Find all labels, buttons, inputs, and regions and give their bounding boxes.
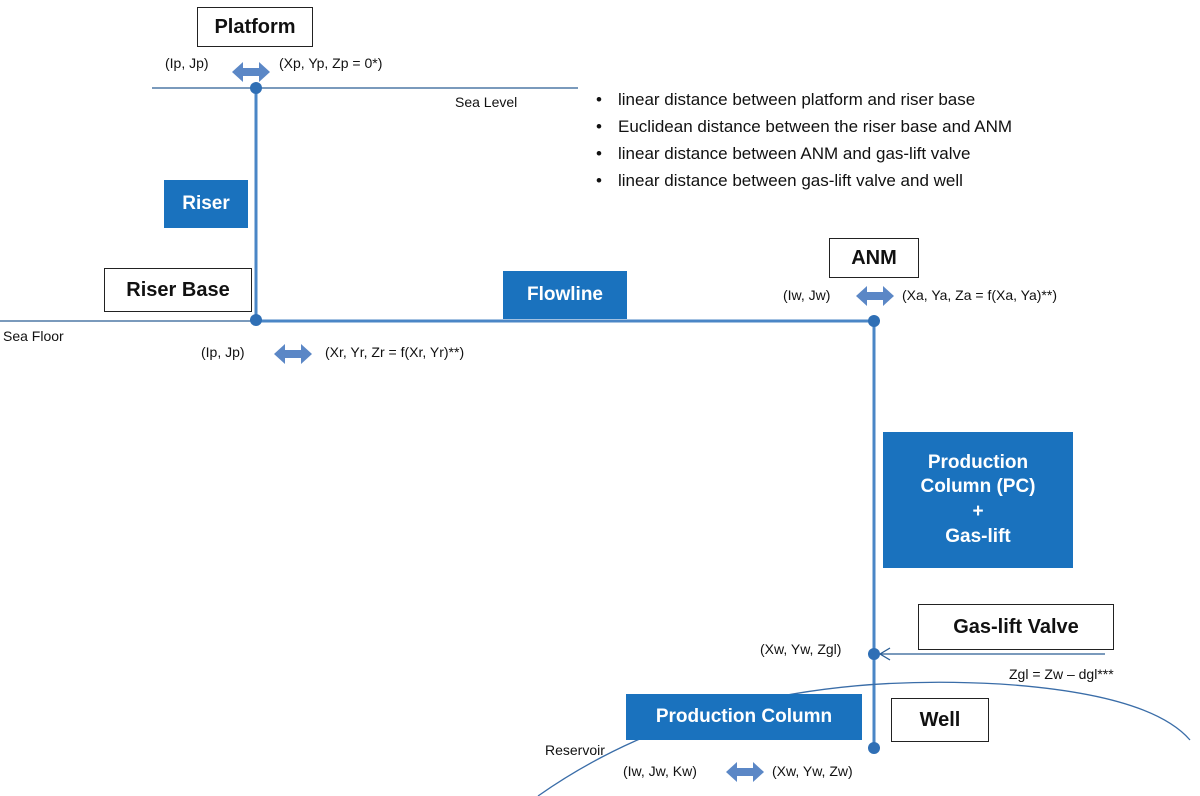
platform-box: Platform xyxy=(197,7,313,47)
anm-ij-coord: (Iw, Jw) xyxy=(783,287,831,303)
well-node xyxy=(868,742,880,754)
pc-line-4: Gas-lift xyxy=(945,525,1011,547)
sea-floor-label: Sea Floor xyxy=(3,328,64,344)
gas-lift-valve-formula: Zgl = Zw – dgl*** xyxy=(1009,666,1114,682)
well-double-arrow-icon xyxy=(726,762,764,782)
anm-xyz-coord: (Xa, Ya, Za = f(Xa, Ya)**) xyxy=(902,287,1057,303)
platform-ij-coord: (Ip, Jp) xyxy=(165,55,209,71)
platform-node xyxy=(250,82,262,94)
riser-base-double-arrow-icon xyxy=(274,344,312,364)
platform-xyz-coord: (Xp, Yp, Zp = 0*) xyxy=(279,55,383,71)
riser-base-xyz-coord: (Xr, Yr, Zr = f(Xr, Yr)**) xyxy=(325,344,465,360)
production-column-gas-lift-box: Production Column (PC) + Gas-lift xyxy=(883,432,1073,568)
bullet-item: Euclidean distance between the riser bas… xyxy=(596,113,1088,140)
anm-box: ANM xyxy=(829,238,919,278)
anm-double-arrow-icon xyxy=(856,286,894,306)
gas-lift-valve-box: Gas-lift Valve xyxy=(918,604,1114,650)
riser-base-node xyxy=(250,314,262,326)
platform-double-arrow-icon xyxy=(232,62,270,82)
flowline-label-box: Flowline xyxy=(503,271,627,319)
bullet-item: linear distance between gas-lift valve a… xyxy=(596,167,1088,194)
pc-line-1: Production xyxy=(927,451,1029,473)
gas-lift-valve-node xyxy=(868,648,880,660)
reservoir-label: Reservoir xyxy=(545,742,605,758)
gas-lift-valve-xyz-coord: (Xw, Yw, Zgl) xyxy=(760,641,842,657)
bullet-item: linear distance between ANM and gas-lift… xyxy=(596,140,1088,167)
sea-level-label: Sea Level xyxy=(455,94,518,110)
well-xyz-coord: (Xw, Yw, Zw) xyxy=(772,763,853,779)
well-ijk-coord: (Iw, Jw, Kw) xyxy=(623,763,697,779)
production-column-label-box: Production Column xyxy=(626,694,862,740)
distance-bullet-list: linear distance between platform and ris… xyxy=(596,86,1088,194)
well-box: Well xyxy=(891,698,989,742)
riser-label-box: Riser xyxy=(164,180,248,228)
anm-node xyxy=(868,315,880,327)
riser-base-box: Riser Base xyxy=(104,268,252,312)
bullet-item: linear distance between platform and ris… xyxy=(596,86,1088,113)
pc-line-3: + xyxy=(972,501,984,522)
pc-line-2: Column (PC) xyxy=(920,476,1036,498)
riser-base-ij-coord: (Ip, Jp) xyxy=(201,344,245,360)
